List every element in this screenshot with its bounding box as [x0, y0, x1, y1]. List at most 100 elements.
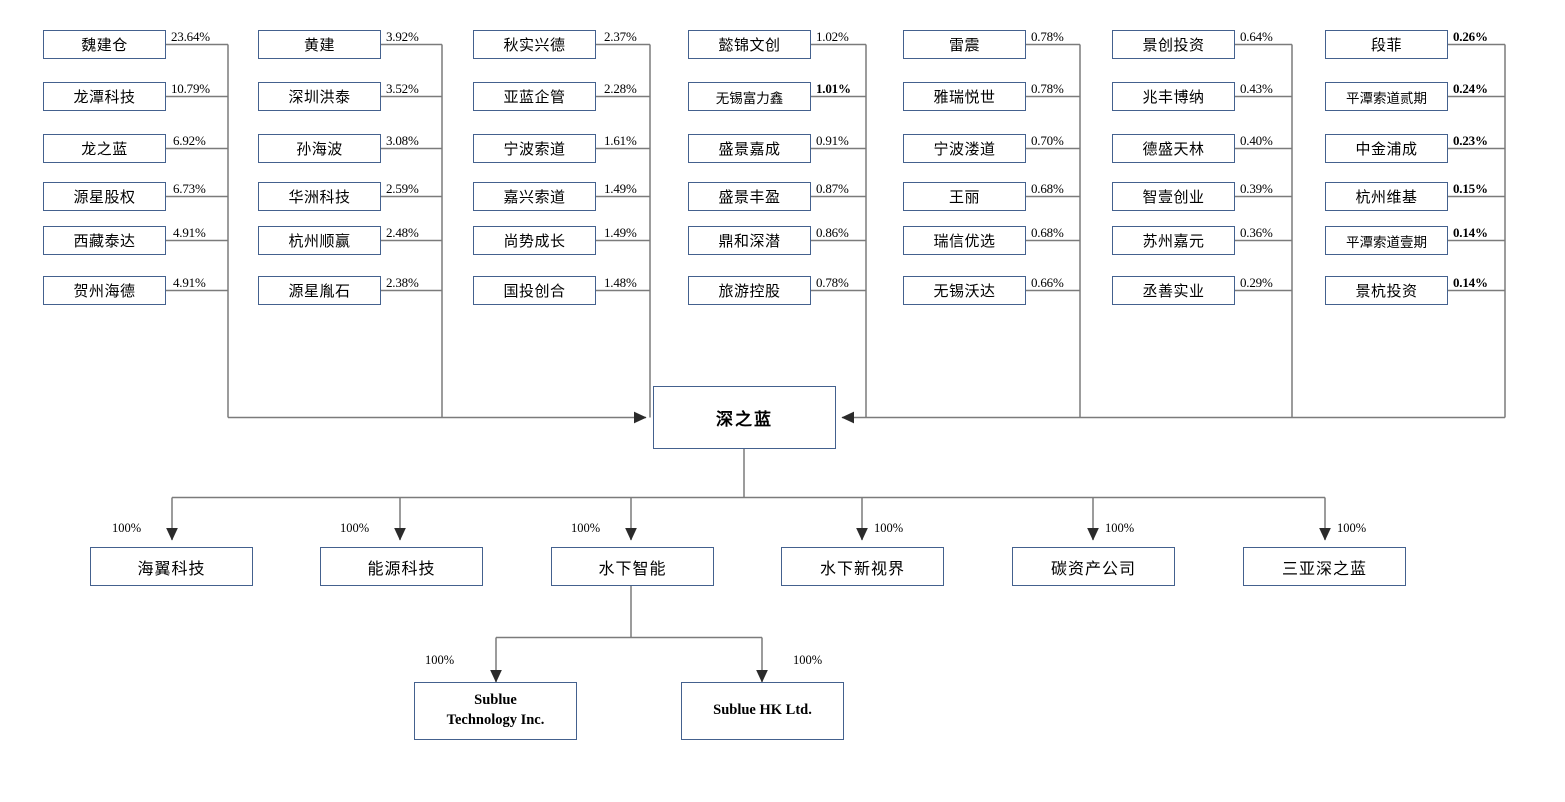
- shareholder-percent: 0.68%: [1031, 225, 1064, 240]
- grandchild-percent: 100%: [793, 653, 823, 667]
- subsidiary-label: 能源科技: [367, 560, 436, 578]
- shareholder-box[interactable]: 亚蓝企管: [473, 82, 596, 111]
- subsidiary-label: 海翼科技: [137, 560, 206, 578]
- shareholder-box[interactable]: 平潭索道壹期: [1325, 226, 1448, 255]
- subsidiary-label: 碳资产公司: [1050, 560, 1136, 578]
- shareholder-box[interactable]: 鼎和深潜: [688, 226, 811, 255]
- shareholder-percent: 0.43%: [1240, 81, 1273, 96]
- shareholder-percent: 0.86%: [816, 225, 849, 240]
- shareholder-label: 贺州海德: [73, 284, 136, 300]
- shareholder-box[interactable]: 盛景丰盈: [688, 182, 811, 211]
- shareholder-label: 兆丰博纳: [1142, 90, 1205, 106]
- grandchild-box[interactable]: Sublue HK Ltd.: [681, 682, 844, 740]
- subsidiary-label: 水下新视界: [819, 560, 905, 578]
- shareholder-box[interactable]: 尚势成长: [473, 226, 596, 255]
- shareholder-percent: 6.92%: [173, 133, 206, 148]
- shareholder-percent: 0.24%: [1453, 81, 1488, 96]
- shareholder-box[interactable]: 德盛天林: [1112, 134, 1235, 163]
- shareholder-percent: 0.91%: [816, 133, 849, 148]
- shareholder-box[interactable]: 丞善实业: [1112, 276, 1235, 305]
- shareholder-label: 华洲科技: [288, 190, 351, 206]
- shareholder-box[interactable]: 杭州维基: [1325, 182, 1448, 211]
- shareholder-percent: 0.78%: [816, 275, 849, 290]
- shareholder-box[interactable]: 懿锦文创: [688, 30, 811, 59]
- shareholder-label: 国投创合: [503, 284, 566, 300]
- shareholder-box[interactable]: 宁波索道: [473, 134, 596, 163]
- shareholder-box[interactable]: 智壹创业: [1112, 182, 1235, 211]
- shareholder-percent: 4.91%: [173, 275, 206, 290]
- subsidiary-box[interactable]: 海翼科技: [90, 547, 253, 586]
- shareholder-label: 瑞信优选: [933, 234, 996, 250]
- shareholder-box[interactable]: 兆丰博纳: [1112, 82, 1235, 111]
- subsidiary-box[interactable]: 三亚深之蓝: [1243, 547, 1406, 586]
- shareholder-percent: 0.78%: [1031, 81, 1064, 96]
- subsidiary-percent: 100%: [1105, 521, 1135, 535]
- shareholder-percent: 2.38%: [386, 275, 419, 290]
- shareholder-box[interactable]: 龙之蓝: [43, 134, 166, 163]
- grandchild-box[interactable]: Sublue Technology Inc.: [414, 682, 577, 740]
- shareholder-box[interactable]: 平潭索道贰期: [1325, 82, 1448, 111]
- subsidiary-box[interactable]: 碳资产公司: [1012, 547, 1175, 586]
- shareholder-percent: 0.70%: [1031, 133, 1064, 148]
- shareholder-box[interactable]: 华洲科技: [258, 182, 381, 211]
- shareholder-box[interactable]: 景创投资: [1112, 30, 1235, 59]
- shareholder-percent: 3.08%: [386, 133, 419, 148]
- shareholder-label: 龙潭科技: [73, 90, 136, 106]
- shareholder-box[interactable]: 源星股权: [43, 182, 166, 211]
- shareholder-box[interactable]: 源星胤石: [258, 276, 381, 305]
- shareholder-box[interactable]: 秋实兴德: [473, 30, 596, 59]
- shareholder-box[interactable]: 嘉兴索道: [473, 182, 596, 211]
- shareholder-box[interactable]: 孙海波: [258, 134, 381, 163]
- subsidiary-percent: 100%: [571, 521, 601, 535]
- shareholder-box[interactable]: 中金浦成: [1325, 134, 1448, 163]
- shareholder-box[interactable]: 宁波溇道: [903, 134, 1026, 163]
- shareholder-percent: 1.49%: [604, 225, 637, 240]
- shareholder-label: 孙海波: [296, 142, 343, 158]
- subsidiary-box[interactable]: 能源科技: [320, 547, 483, 586]
- shareholder-percent: 2.59%: [386, 181, 419, 196]
- shareholder-box[interactable]: 国投创合: [473, 276, 596, 305]
- shareholder-box[interactable]: 深圳洪泰: [258, 82, 381, 111]
- shareholder-percent: 0.29%: [1240, 275, 1273, 290]
- subsidiary-box[interactable]: 水下新视界: [781, 547, 944, 586]
- shareholder-box[interactable]: 贺州海德: [43, 276, 166, 305]
- shareholder-box[interactable]: 无锡沃达: [903, 276, 1026, 305]
- shareholder-label: 平潭索道贰期: [1346, 90, 1427, 106]
- shareholder-percent: 0.26%: [1453, 29, 1488, 44]
- subsidiary-box[interactable]: 水下智能: [551, 547, 714, 586]
- shareholder-box[interactable]: 盛景嘉成: [688, 134, 811, 163]
- shareholder-percent: 1.01%: [816, 81, 851, 96]
- shareholder-box[interactable]: 苏州嘉元: [1112, 226, 1235, 255]
- shareholder-label: 景创投资: [1142, 38, 1205, 54]
- shareholder-box[interactable]: 段菲: [1325, 30, 1448, 59]
- shareholder-percent: 0.39%: [1240, 181, 1273, 196]
- shareholder-box[interactable]: 瑞信优选: [903, 226, 1026, 255]
- grandchild-percent: 100%: [425, 653, 455, 667]
- shareholder-box[interactable]: 旅游控股: [688, 276, 811, 305]
- shareholder-box[interactable]: 无锡富力鑫: [688, 82, 811, 111]
- shareholder-box[interactable]: 龙潭科技: [43, 82, 166, 111]
- shareholder-label: 雅瑞悦世: [933, 90, 996, 106]
- subsidiary-percent: 100%: [340, 521, 370, 535]
- shareholder-percent: 1.61%: [604, 133, 637, 148]
- shareholder-box[interactable]: 景杭投资: [1325, 276, 1448, 305]
- shareholder-box[interactable]: 雷震: [903, 30, 1026, 59]
- shareholder-label: 盛景丰盈: [718, 190, 781, 206]
- shareholder-percent: 1.49%: [604, 181, 637, 196]
- shareholder-percent: 0.14%: [1453, 225, 1488, 240]
- shareholder-percent: 0.87%: [816, 181, 849, 196]
- shareholder-label: 嘉兴索道: [503, 190, 566, 206]
- shareholder-label: 杭州顺赢: [288, 234, 351, 250]
- shareholder-box[interactable]: 雅瑞悦世: [903, 82, 1026, 111]
- shareholder-label: 宁波溇道: [933, 142, 996, 158]
- center-company-box[interactable]: 深之蓝: [653, 386, 836, 449]
- shareholder-percent: 0.15%: [1453, 181, 1488, 196]
- shareholder-box[interactable]: 杭州顺赢: [258, 226, 381, 255]
- shareholder-label: 源星胤石: [288, 284, 351, 300]
- shareholder-box[interactable]: 西藏泰达: [43, 226, 166, 255]
- subsidiary-percent: 100%: [1337, 521, 1367, 535]
- shareholder-box[interactable]: 魏建仓: [43, 30, 166, 59]
- shareholder-box[interactable]: 黄建: [258, 30, 381, 59]
- shareholder-box[interactable]: 王丽: [903, 182, 1026, 211]
